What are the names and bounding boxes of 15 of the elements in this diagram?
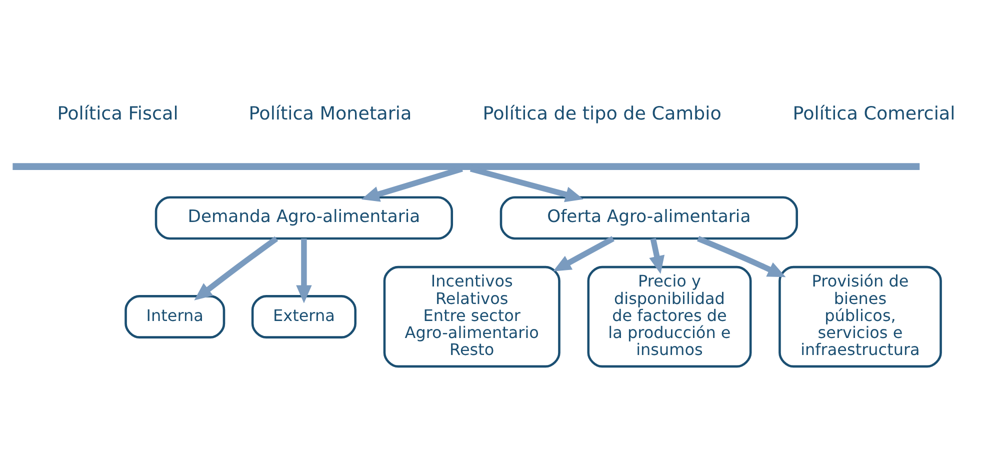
- node-bar: [12, 163, 920, 170]
- node-box: Demanda Agro-alimentaria: [154, 196, 453, 240]
- arrow: [296, 238, 312, 304]
- node-box: Externa: [250, 295, 356, 338]
- node-box: Oferta Agro-alimentaria: [499, 196, 798, 240]
- node-box: Precio y disponibilidad de factores de la producción e insumos: [586, 266, 752, 368]
- label: Política de tipo de Cambio: [482, 103, 721, 124]
- arrow: [194, 236, 278, 300]
- node-box: Interna: [124, 295, 225, 338]
- arrow: [648, 238, 664, 274]
- label: Política Comercial: [792, 103, 955, 124]
- label: Política Fiscal: [56, 103, 178, 124]
- node-box: Provisión de bienes públicos, servicios e infraestructura: [778, 266, 942, 368]
- label: Política Monetaria: [248, 103, 412, 124]
- node-box: Incentivos Relativos Entre sector Agro-alimentario Resto: [382, 266, 560, 368]
